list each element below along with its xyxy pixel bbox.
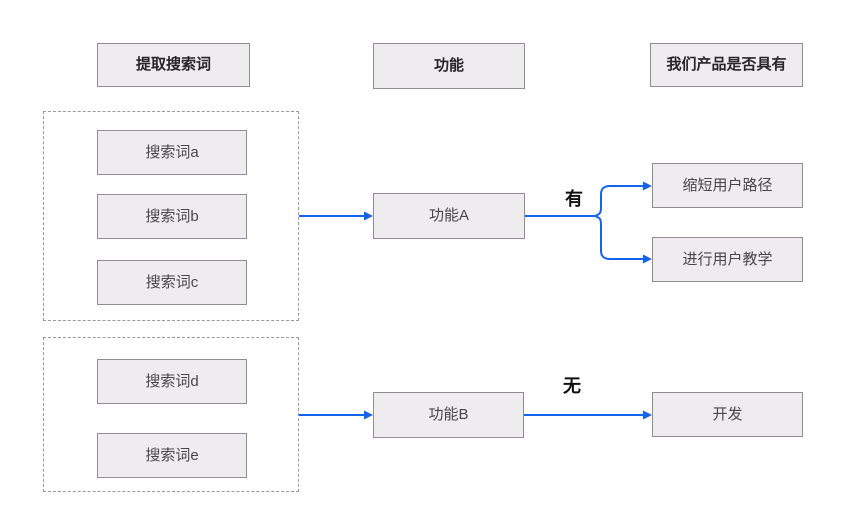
edge-label-none: 无 [563, 376, 581, 396]
node-search-term-d: 搜索词d [97, 359, 247, 404]
edge-branch-to-teach [594, 215, 652, 264]
node-search-term-e: 搜索词e [97, 433, 247, 478]
node-search-term-b: 搜索词b [97, 194, 247, 239]
search-term-group-1 [43, 111, 299, 321]
header-function: 功能 [373, 43, 525, 89]
header-product-has-feature: 我们产品是否具有 [650, 43, 803, 87]
node-function-a: 功能A [373, 193, 525, 239]
header-extract-search-terms: 提取搜索词 [97, 43, 250, 87]
node-search-term-a: 搜索词a [97, 130, 247, 175]
edge-branch-to-shorten [594, 181, 652, 217]
edge-label-has: 有 [565, 189, 583, 209]
node-develop: 开发 [652, 392, 803, 437]
node-function-b: 功能B [373, 392, 524, 438]
node-user-education: 进行用户教学 [652, 237, 803, 282]
node-shorten-user-path: 缩短用户路径 [652, 163, 803, 208]
node-search-term-c: 搜索词c [97, 260, 247, 305]
search-term-group-2 [43, 337, 299, 492]
